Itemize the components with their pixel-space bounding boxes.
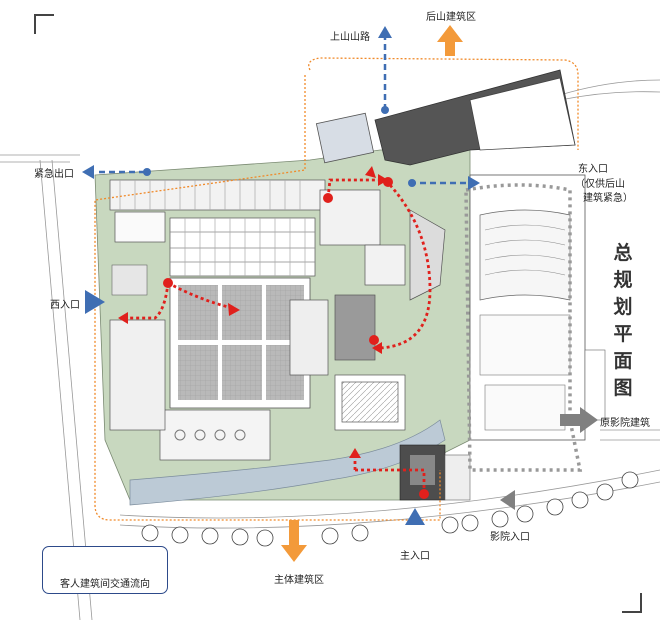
label-west-entrance: 西入口 (50, 300, 80, 311)
title-char: 划 (613, 296, 633, 318)
title-char: 平 (613, 323, 633, 345)
guest-flow-nodes (163, 177, 429, 499)
main-entrance-marker (405, 508, 425, 525)
label-main-zone: 主体建筑区 (274, 575, 324, 586)
title-char: 面 (613, 350, 633, 372)
main-courtyard-building (159, 277, 311, 461)
cinema-boundary (464, 183, 583, 472)
label-east-entrance: 东入口 (578, 164, 608, 175)
planning-boundary (94, 57, 579, 521)
north-zone-arrow (437, 25, 463, 56)
title-char: 规 (613, 269, 633, 291)
guest-flow-arrowheads (118, 166, 388, 458)
title-char: 图 (613, 377, 633, 399)
plan-title: 总 规 划 平 面 图 (611, 240, 635, 402)
cinema-entrance-marker (500, 490, 515, 510)
legend-box: 客人建筑间交通流向 (42, 546, 168, 594)
label-north-zone: 后山建筑区 (426, 12, 476, 23)
corner-mark-top-left (34, 14, 54, 34)
west-entrance-marker (85, 290, 105, 314)
guest-room-wing (109, 179, 326, 277)
cinema-building (469, 174, 606, 441)
title-char: 总 (613, 242, 633, 264)
label-cinema-building: 原影院建筑 (600, 418, 650, 429)
label-main-entrance: 主入口 (400, 551, 430, 562)
legend-label: 客人建筑间交通流向 (60, 579, 150, 590)
label-east-note-1: （仅供后山 (575, 179, 625, 190)
tree-row (141, 471, 639, 547)
blue-route-arrowheads (82, 26, 480, 190)
blue-routes (95, 35, 472, 185)
guest-flow-paths (127, 178, 432, 490)
west-wing (109, 319, 166, 431)
label-east-note-2: 建筑紧急） (583, 193, 633, 204)
label-cinema-entrance: 影院入口 (490, 532, 530, 543)
corner-mark-bottom-right (622, 593, 642, 613)
label-emergency-exit: 紧急出口 (34, 169, 74, 180)
south-zone-arrow (281, 520, 307, 562)
blue-route-dots (143, 106, 416, 187)
water-feature (129, 419, 446, 506)
label-mountain-road: 上山山路 (330, 32, 370, 43)
cinema-arrow (560, 407, 598, 433)
